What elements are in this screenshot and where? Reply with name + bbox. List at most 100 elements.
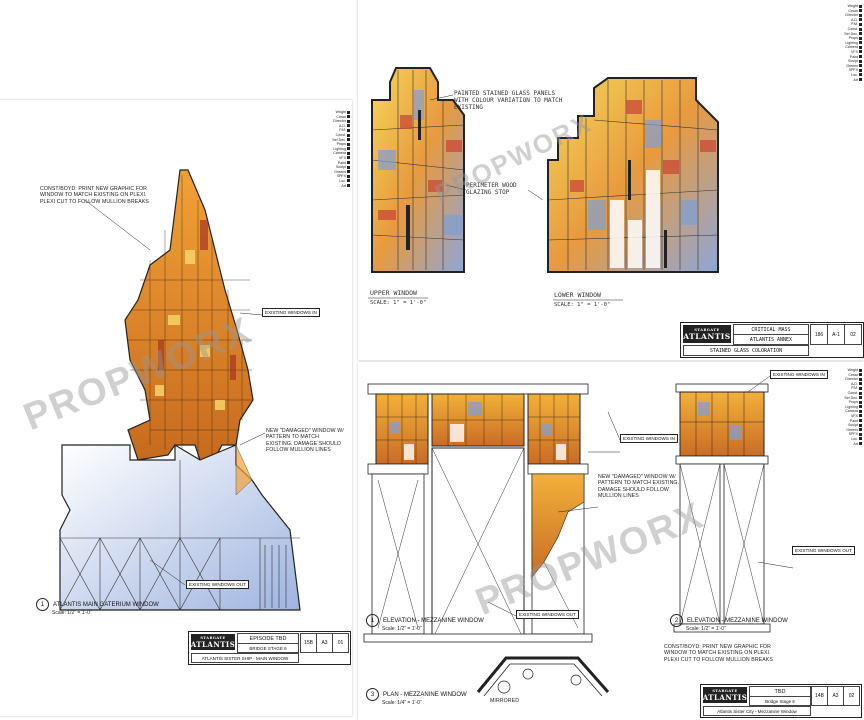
legend-check-box	[859, 18, 862, 22]
legend-entry: Art	[828, 78, 862, 83]
legend-entry: Paint	[830, 419, 862, 424]
legend-check-box	[347, 115, 350, 119]
legend-entry: Wright	[828, 4, 862, 9]
glass-upper-mass	[124, 169, 254, 461]
legend-check-box	[347, 165, 350, 169]
legend-entry: Director	[830, 377, 862, 382]
legend-check-box	[347, 138, 350, 142]
legend-check-box	[347, 142, 350, 146]
legend-check-box	[347, 161, 350, 165]
legend-entry: Loc.	[318, 179, 350, 184]
legend-entry: SPFX	[830, 432, 862, 437]
tb-sheet-size-bottom: A3	[827, 686, 844, 706]
upper-window-outline	[371, 67, 465, 273]
legend-entry: Paint	[828, 55, 862, 60]
legend-check-box	[347, 110, 350, 114]
tb-description: ATLANTIS SISTER SHIP - MAIN WINDOW	[191, 653, 299, 663]
elev2-glass	[679, 391, 765, 457]
legend-check-box	[347, 147, 350, 151]
note-new-damaged-window: NEW "DAMAGED" WINDOW w/ PATTERN TO MATCH…	[266, 428, 344, 454]
stained-glass-windows	[368, 67, 719, 301]
note-perimeter-wood: PERIMETER WOOD GLAZING STOP	[466, 182, 517, 196]
legend-entry: Set Dec.	[828, 32, 862, 37]
legend-check-box	[859, 59, 862, 63]
tb-sheet-size-top: A-1	[827, 324, 845, 345]
legend-check-box	[347, 184, 350, 188]
legend-check-box	[347, 179, 350, 183]
legend-entry: P.M.	[828, 22, 862, 27]
tb-sheet-num-top: 186	[810, 324, 828, 345]
tb-revision: 01	[332, 633, 349, 653]
legend-entry: Camera	[830, 409, 862, 414]
view-scale-plan: Scale: 1/4" = 1'-0"	[382, 700, 422, 706]
legend-check-box	[859, 373, 862, 377]
legend-check-box	[859, 36, 862, 40]
legend-entry: Art	[830, 442, 862, 447]
legend-check-box	[859, 414, 862, 418]
legend-check-box	[859, 396, 862, 400]
legend-entry: Greens	[828, 64, 862, 69]
legend-entry: Wright	[318, 110, 350, 115]
view-title-plan: 3 PLAN - MEZZANINE WINDOW	[366, 688, 467, 701]
upper-window-label: UPPER WINDOW	[370, 289, 417, 297]
tb-title-3: STAINED GLASS COLORATION	[683, 345, 809, 356]
legend-entry: SPFX	[828, 68, 862, 73]
legend-check-box	[347, 174, 350, 178]
legend-check-box	[859, 437, 862, 441]
legend-entry: A.D.	[318, 124, 350, 129]
tb-revision-top: 02	[844, 324, 862, 345]
legend-check-box	[347, 156, 350, 160]
view-title-main-gaterium: 1 ATLANTIS MAIN GATERIUM WINDOW	[36, 598, 159, 611]
legend-entry: Set Dec.	[318, 138, 350, 143]
view-scale-elev2: Scale: 1/2" = 1'-0"	[686, 626, 726, 632]
legend-check-box	[859, 419, 862, 423]
view-title-elev1: 1 ELEVATION - MEZZANINE WINDOW	[366, 614, 484, 627]
legend-check-box	[859, 409, 862, 413]
note-painted-panels: PAINTED STAINED GLASS PANELS WITH COLOUR…	[454, 90, 563, 111]
legend-check-box	[859, 68, 862, 72]
legend-entry: Props	[318, 142, 350, 147]
legend-check-box	[859, 41, 862, 45]
main-window-drawing	[59, 169, 301, 611]
note-existing-windows-in-mid: EXISTING WINDOWS IN	[620, 434, 678, 443]
legend-entry: Director	[828, 13, 862, 18]
note-existing-windows-out: EXISTING WINDOWS OUT	[186, 580, 249, 589]
note-const-print-graphic: CONST/BOYD: PRINT NEW GRAPHIC FOR WINDOW…	[40, 186, 149, 205]
legend-entry: Sculpt	[318, 165, 350, 170]
legend-check-box	[347, 119, 350, 123]
note-existing-windows-in-top: EXISTING WINDOWS IN	[770, 370, 828, 379]
view-scale: Scale: 1/2" = 1'-0"	[52, 610, 92, 616]
legend-entry: VFX	[828, 50, 862, 55]
legend-entry: Greens	[830, 428, 862, 433]
legend-check-box	[347, 151, 350, 155]
legend-entry: A.D.	[830, 382, 862, 387]
legend-entry: SPFX	[318, 174, 350, 179]
legend-check-box	[859, 391, 862, 395]
legend-check-box	[859, 377, 862, 381]
legend-check-box	[859, 432, 862, 436]
tb-set: BRIDGE STAGE 6	[237, 643, 299, 653]
legend-check-box	[859, 4, 862, 8]
legend-check-box	[347, 133, 350, 137]
lower-window-label: LOWER WINDOW	[554, 291, 601, 299]
legend-entry: Loc.	[830, 437, 862, 442]
legend-check-box	[859, 382, 862, 386]
legend-entry: Set Dec.	[830, 396, 862, 401]
legend-entry: Props	[830, 400, 862, 405]
legend-entry: Cesar	[830, 373, 862, 378]
legend-check-box	[859, 9, 862, 13]
legend-entry: Cesar	[318, 115, 350, 120]
note-existing-windows-in: EXISTING WINDOWS IN	[262, 308, 320, 317]
legend-entry: Camera	[828, 45, 862, 50]
plan-mezzanine-outline	[476, 656, 610, 693]
legend-check-box	[859, 22, 862, 26]
